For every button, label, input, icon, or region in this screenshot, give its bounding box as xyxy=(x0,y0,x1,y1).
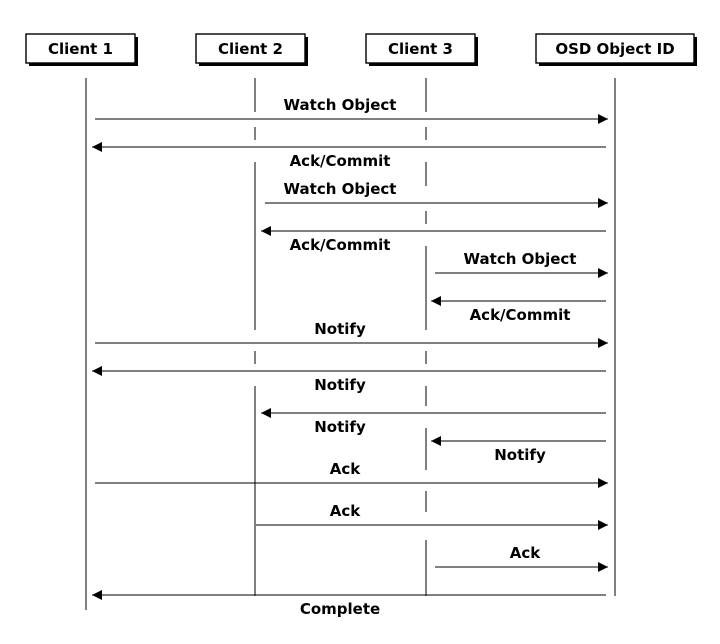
participant-client-3: Client 3 xyxy=(365,33,478,66)
message-label: Ack/Commit xyxy=(290,236,391,254)
message-label: Notify xyxy=(314,320,366,338)
message-13: Ack xyxy=(435,544,608,572)
message-9: Notify xyxy=(261,408,606,436)
message-label: Watch Object xyxy=(284,96,397,114)
message-label: Ack/Commit xyxy=(470,306,571,324)
participant-osd-object-id: OSD Object ID xyxy=(535,33,697,66)
lifelines xyxy=(85,78,616,610)
message-8: Notify xyxy=(92,366,606,394)
message-11: Ack xyxy=(95,460,608,488)
message-3: Watch Object xyxy=(265,180,608,208)
message-label: Notify xyxy=(314,376,366,394)
message-label: Watch Object xyxy=(284,180,397,198)
participant-label: Client 2 xyxy=(218,40,283,58)
participant-label: Client 3 xyxy=(388,40,453,58)
participant-client-2: Client 2 xyxy=(195,33,308,66)
message-label: Notify xyxy=(494,446,546,464)
message-2: Ack/Commit xyxy=(92,142,606,170)
message-10: Notify xyxy=(431,436,606,464)
message-label: Ack/Commit xyxy=(290,152,391,170)
message-12: Ack xyxy=(256,502,608,530)
message-6: Ack/Commit xyxy=(431,296,606,324)
message-label: Notify xyxy=(314,418,366,436)
message-label: Ack xyxy=(330,460,362,478)
message-label: Ack xyxy=(510,544,542,562)
participant-label: OSD Object ID xyxy=(555,40,674,58)
message-label: Watch Object xyxy=(464,250,577,268)
participants: Client 1 Client 2 Client 3 OSD Object ID xyxy=(25,33,697,66)
participant-label: Client 1 xyxy=(48,40,113,58)
message-5: Watch Object xyxy=(435,250,608,278)
message-7: Notify xyxy=(95,320,608,348)
messages: Watch Object Ack/Commit Watch Object Ack… xyxy=(92,96,608,618)
message-1: Watch Object xyxy=(95,96,608,124)
message-label: Ack xyxy=(330,502,362,520)
message-4: Ack/Commit xyxy=(261,226,606,254)
participant-client-1: Client 1 xyxy=(25,33,138,66)
message-label: Complete xyxy=(300,600,380,618)
message-14: Complete xyxy=(92,590,606,618)
